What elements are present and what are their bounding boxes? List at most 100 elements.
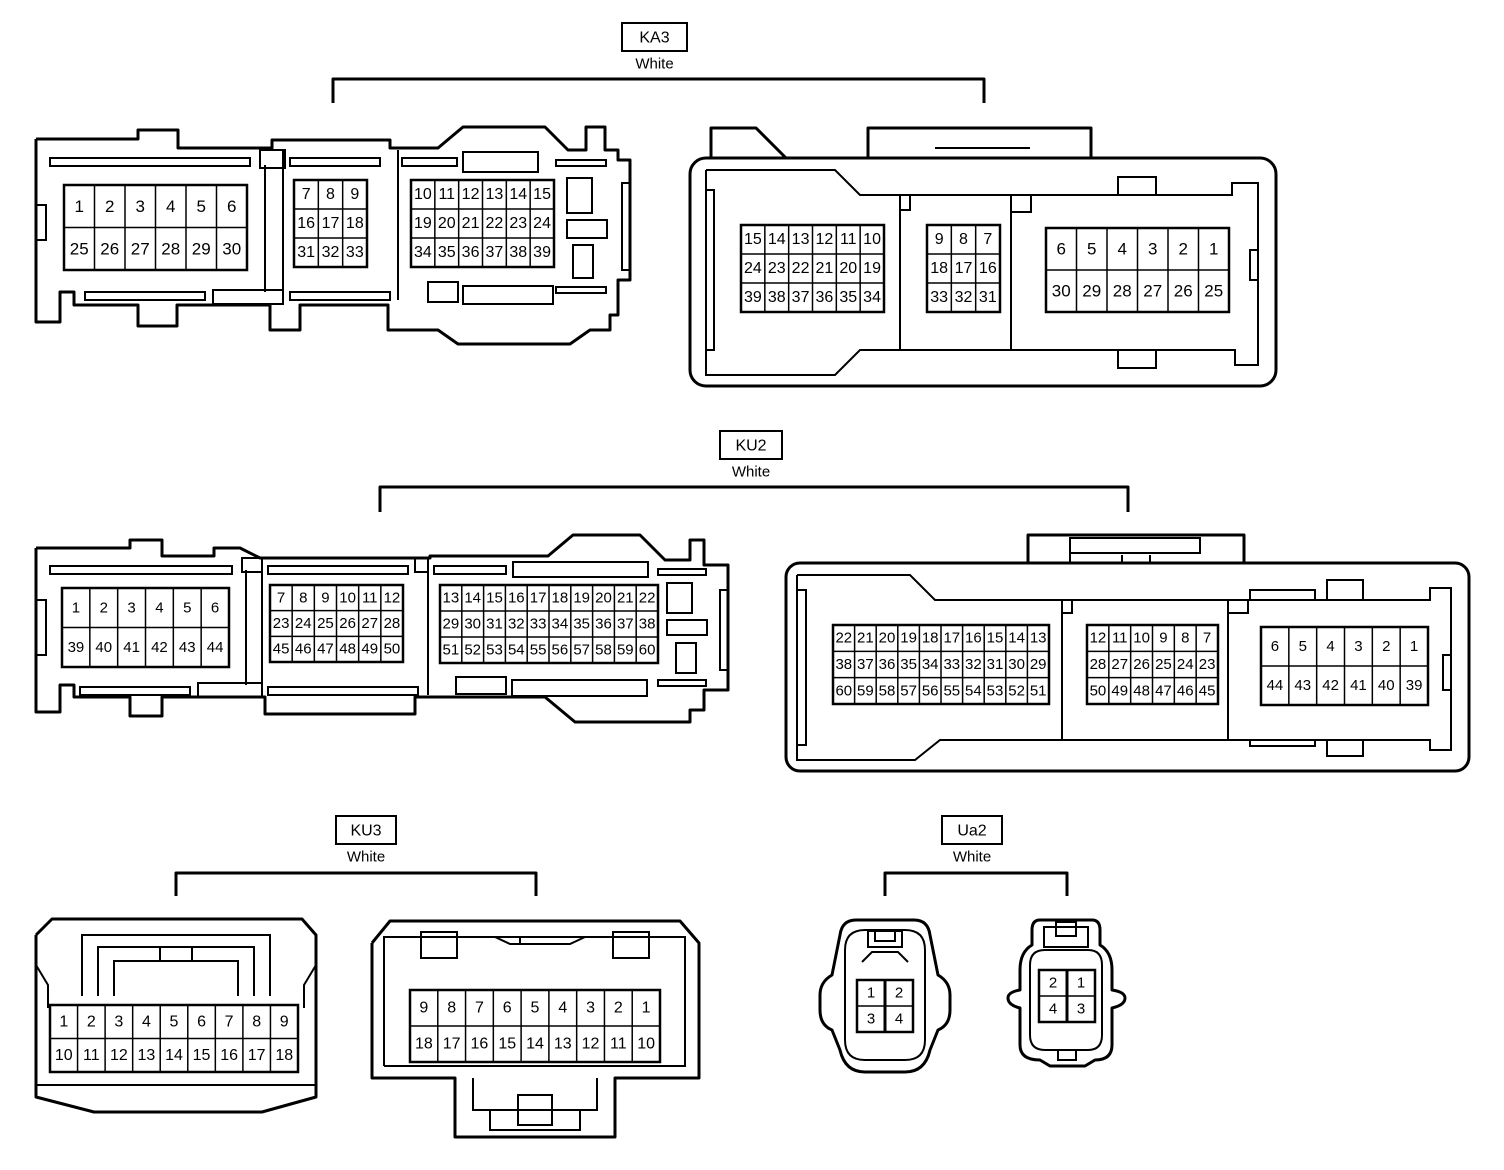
pin-grid-frame (925, 223, 1002, 314)
pin-label: 31 (979, 289, 997, 306)
pin-label: 15 (987, 630, 1004, 647)
pin-label: 9 (280, 1013, 289, 1030)
pin-label: 13 (138, 1047, 156, 1064)
pin-label: 35 (573, 616, 590, 633)
pin-label: 10 (637, 1036, 655, 1053)
pin-label: 4 (166, 197, 175, 216)
pin-label: 10 (414, 186, 432, 203)
pin-label: 26 (100, 239, 119, 258)
pin-label: 29 (443, 616, 460, 633)
pin-label: 55 (943, 682, 960, 699)
pin-label: 3 (114, 1013, 123, 1030)
pin-label: 32 (322, 244, 340, 261)
pin-label: 1 (642, 1000, 651, 1017)
ku2-header: KU2 White (378, 430, 1130, 512)
pin-label: 51 (443, 642, 460, 659)
ua2-bracket (883, 871, 1069, 896)
pin-label: 37 (617, 616, 634, 633)
pin-label: 15 (193, 1047, 211, 1064)
pin-label: 28 (1090, 656, 1107, 673)
pin-label: 3 (867, 1011, 875, 1028)
pin-label: 29 (1082, 282, 1101, 301)
pin-label: 1 (75, 197, 84, 216)
pin-label: 7 (302, 186, 311, 203)
pin-label: 32 (955, 289, 973, 306)
pin-label: 7 (983, 231, 992, 248)
pin-label: 9 (350, 186, 359, 203)
pin-label: 8 (252, 1013, 261, 1030)
pin-label: 2 (1179, 240, 1188, 259)
pin-label: 24 (295, 615, 312, 632)
pin-label: 34 (863, 289, 881, 306)
pin-label: 2 (614, 1000, 623, 1017)
pin-label: 5 (531, 1000, 540, 1017)
pin-label: 23 (1199, 656, 1216, 673)
pin-label: 8 (326, 186, 335, 203)
pin-label: 47 (317, 641, 334, 658)
pin-label: 41 (1350, 677, 1367, 694)
pin-label: 21 (857, 630, 874, 647)
pin-label: 2 (1382, 638, 1390, 655)
pin-label: 16 (220, 1047, 238, 1064)
pin-label: 59 (617, 642, 634, 659)
pin-label: 39 (68, 639, 85, 656)
pin-label: 33 (530, 616, 547, 633)
pin-label: 6 (1057, 240, 1066, 259)
pin-label: 20 (595, 590, 612, 607)
pin-label: 21 (816, 260, 834, 277)
pin-label: 36 (595, 616, 612, 633)
pin-label: 50 (384, 641, 401, 658)
pin-label: 44 (1267, 677, 1284, 694)
pin-label: 17 (530, 590, 547, 607)
pin-label: 10 (863, 231, 881, 248)
pin-label: 22 (486, 215, 504, 232)
pin-label: 12 (1090, 630, 1107, 647)
pin-label: 55 (530, 642, 547, 659)
pin-label: 3 (136, 197, 145, 216)
pin-label: 17 (322, 215, 340, 232)
pin-label: 38 (509, 244, 527, 261)
pin-label: 19 (863, 260, 881, 277)
pin-label: 40 (1378, 677, 1395, 694)
pin-label: 31 (987, 656, 1004, 673)
pin-label: 6 (227, 197, 236, 216)
pin-label: 2 (105, 197, 114, 216)
pin-label: 18 (346, 215, 364, 232)
pin-label: 17 (248, 1047, 266, 1064)
pin-label: 6 (197, 1013, 206, 1030)
pin-label: 42 (151, 639, 168, 656)
pin-label: 35 (900, 656, 917, 673)
pin-label: 22 (792, 260, 810, 277)
pin-label: 27 (1111, 656, 1128, 673)
pin-label: 39 (533, 244, 551, 261)
pin-label: 16 (297, 215, 315, 232)
pin-label: 2 (100, 599, 108, 616)
pin-label: 34 (552, 616, 569, 633)
ku2-color: White (732, 464, 770, 481)
pin-label: 11 (1112, 630, 1128, 647)
pin-label: 21 (617, 590, 634, 607)
pin-label: 31 (297, 244, 315, 261)
pin-label: 17 (955, 260, 973, 277)
pin-label: 27 (1143, 282, 1162, 301)
pin-label: 1 (867, 985, 875, 1002)
ku3-left-housing (34, 917, 318, 1114)
pin-label: 4 (142, 1013, 151, 1030)
pin-label: 6 (503, 1000, 512, 1017)
ka3-code: KA3 (639, 30, 669, 47)
pin-label: 54 (965, 682, 982, 699)
pin-label: 16 (471, 1036, 489, 1053)
pin-label: 17 (443, 1036, 461, 1053)
pin-label: 15 (486, 590, 503, 607)
pin-label: 10 (55, 1047, 73, 1064)
pin-label: 37 (857, 656, 874, 673)
pin-label: 46 (1177, 682, 1194, 699)
pin-label: 36 (816, 289, 834, 306)
pin-label: 43 (1294, 677, 1311, 694)
pin-label: 22 (835, 630, 852, 647)
